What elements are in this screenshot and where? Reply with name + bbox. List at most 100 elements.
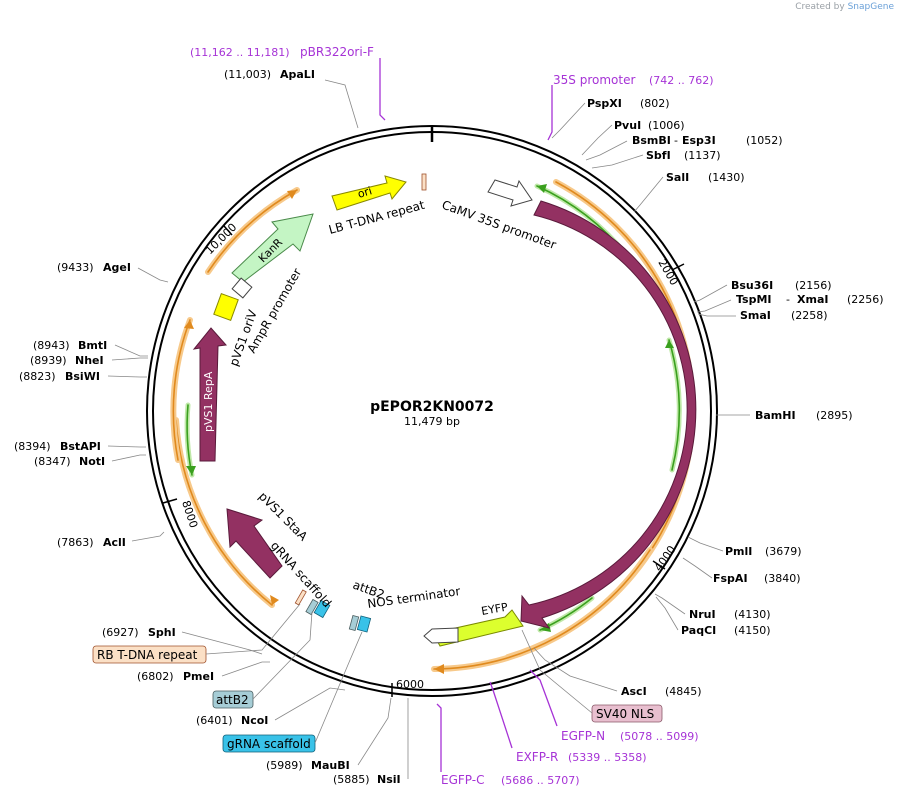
green-arrowhead-1	[537, 184, 547, 193]
site-pmei-name: PmeI	[183, 670, 214, 683]
site-maubi: (5989)MauBI	[266, 759, 350, 772]
site-acli-name: AclI	[103, 536, 126, 549]
site-tspmi-pos: (2256)	[847, 293, 884, 306]
site-bsiwi: (8823)BsiWI	[19, 370, 100, 383]
leader-ncoi	[274, 687, 346, 721]
site-sali: SalI(1430)	[666, 171, 745, 184]
leader-pmli	[687, 536, 724, 552]
site-agei: (9433)AgeI	[57, 261, 131, 274]
leader-noti	[111, 454, 146, 462]
feature-label-repa: pVS1 RepA	[202, 371, 215, 432]
attb2-box-left	[305, 598, 319, 616]
site-ncoi-name: NcoI	[241, 714, 268, 727]
leader-nrui	[654, 593, 686, 615]
snapgene-credit: Created by SnapGene	[795, 2, 894, 12]
leader-agei	[137, 267, 169, 283]
sv40-nls-label: SV40 NLS	[596, 707, 654, 721]
camv-35s-promoter-arrow	[487, 179, 533, 207]
primer-mark-pbr322	[379, 58, 386, 121]
site-pvui-name: PvuI	[614, 119, 641, 132]
leader-bmti	[114, 344, 148, 357]
site-pspxi: PspXI (802)	[587, 97, 670, 110]
site-acli: (7863)AclI	[57, 536, 126, 549]
site-bsmbi-name: BsmBI	[632, 134, 671, 147]
site-nrui: NruI(4130)	[689, 608, 771, 621]
attb2-label-box	[212, 690, 254, 709]
site-ncoi: (6401)NcoI	[196, 714, 268, 727]
boxed-feature-leaders	[205, 603, 593, 744]
leader-paqci	[655, 596, 679, 631]
site-pspxi-name: PspXI	[587, 97, 622, 110]
cas9-arrow	[520, 200, 697, 629]
site-noti-name: NotI	[79, 455, 105, 468]
leader-ascii	[533, 647, 618, 692]
site-pspxi-pos: (802)	[640, 97, 670, 110]
site-bmti-name: BmtI	[78, 339, 107, 352]
tick-mark-2000	[671, 263, 685, 271]
site-asci: AscI(4845)	[621, 685, 702, 698]
site-tspmi: TspMI-XmaI(2256)	[736, 293, 884, 306]
primer-labels: (11,162 .. 11,181) pBR322ori-F 35S promot…	[190, 45, 714, 787]
site-sali-pos: (1430)	[708, 171, 745, 184]
lb-tdna-repeat-box	[421, 173, 427, 191]
site-smai: SmaI(2258)	[740, 309, 828, 322]
primer-pbr322ori-f: (11,162 .. 11,181) pBR322ori-F	[190, 45, 374, 59]
primer-35s-name: 35S promoter	[553, 73, 635, 87]
primer-egfpc-name: EGFP-C	[441, 773, 484, 787]
primer-35s-promoter: 35S promoter(742 .. 762)	[553, 73, 714, 87]
site-nhei-pos: (8939)	[30, 354, 67, 367]
primer-mark-exfpr	[489, 681, 513, 749]
snapgene-logo: SnapGene	[847, 2, 894, 12]
site-asci-pos: (4845)	[665, 685, 702, 698]
site-nrui-name: NruI	[689, 608, 716, 621]
site-bmti: (8943)BmtI	[33, 339, 107, 352]
nos-terminator-arrow	[423, 627, 459, 644]
site-bamhi-name: BamHI	[755, 409, 796, 422]
orf-arrowheads	[184, 190, 444, 674]
orf-arc-bottom-line	[433, 549, 651, 670]
rb-tdna-repeat-label: RB T-DNA repeat	[97, 648, 198, 662]
site-sbfi: SbfI(1137)	[646, 149, 721, 162]
leader-apali	[324, 79, 359, 129]
site-fspai-pos: (3840)	[764, 572, 801, 585]
leader-sali	[633, 176, 664, 213]
site-agei-name: AgeI	[103, 261, 131, 274]
site-nhei-name: NheI	[75, 354, 104, 367]
leader-sbfi	[591, 154, 644, 169]
site-apali-pos: (11,003)	[224, 68, 271, 81]
grna-scaffold-label: gRNA scaffold	[227, 737, 311, 751]
primer-egfpn-pos: (5078 .. 5099)	[620, 730, 699, 743]
boxed-feature-labels: SV40 NLS RB T-DNA repeat attB2 gRNA scaf…	[92, 645, 663, 753]
orf-arcs	[170, 179, 696, 672]
primer-egfpn-name: EGFP-N	[561, 729, 605, 743]
repa-arrow	[192, 327, 228, 462]
site-sphi: (6927)SphI	[102, 626, 176, 639]
site-paqci-name: PaqCI	[681, 624, 716, 637]
primer-mark-egfpc	[436, 703, 442, 772]
site-bstapi-name: BstAPI	[60, 440, 101, 453]
primer-pbr322ori-f-name: pBR322ori-F	[300, 45, 374, 59]
site-bsu36i-name: Bsu36I	[731, 279, 773, 292]
primer-pbr322ori-f-pos: (11,162 .. 11,181)	[190, 46, 290, 59]
leader-rb-tdna	[205, 603, 301, 655]
site-sbfi-name: SbfI	[646, 149, 671, 162]
site-paqci: PaqCI(4150)	[681, 624, 771, 637]
tick-mark-10000	[223, 225, 233, 236]
site-nsii-pos: (5885)	[333, 773, 370, 786]
site-pvui-pos: (1006)	[648, 119, 685, 132]
leader-pvui	[581, 124, 613, 156]
leader-sphi	[181, 631, 263, 655]
site-sphi-name: SphI	[148, 626, 176, 639]
leader-maubi	[357, 697, 392, 766]
orf-arrowhead-repa	[184, 320, 194, 329]
leader-grna	[314, 631, 363, 744]
pvs1-oriv-box	[213, 292, 239, 322]
leader-bstapi	[107, 445, 146, 448]
orf-arrowhead-kan	[287, 190, 297, 199]
site-bamhi-pos: (2895)	[816, 409, 853, 422]
kanr-arrow	[231, 213, 314, 283]
feature-label-cas9: Cas9	[652, 403, 665, 430]
site-pmli-pos: (3679)	[765, 545, 802, 558]
green-arrowhead-2	[665, 340, 674, 348]
